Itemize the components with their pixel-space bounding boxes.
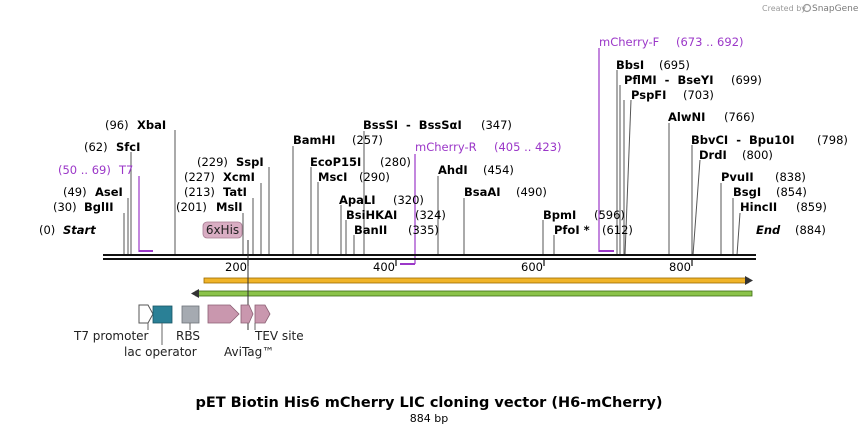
site-bglii-position: (30) — [53, 200, 77, 214]
avitag-label: AviTag™ — [224, 345, 274, 359]
sequence-backbone — [103, 254, 756, 260]
lac-operator-box — [152, 305, 173, 324]
axis-tick-600: 600 — [521, 260, 543, 274]
site-bbsi-position: (695) — [659, 58, 690, 72]
site-bbvci-position: (798) — [817, 133, 848, 147]
site-sfci-position: (62) — [84, 140, 108, 154]
his-tag-box — [202, 221, 243, 239]
site-pspfi-position: (703) — [683, 88, 714, 102]
end-position: (884) — [795, 223, 826, 237]
axis-tick-marks — [247, 259, 693, 266]
site-pflmi-name: PflMI - BseYI — [624, 73, 713, 87]
primer-mcherry-f-name: mCherry-F — [599, 35, 659, 49]
primer-markers — [138, 48, 614, 265]
site-pspfi-name: PspFI — [631, 88, 666, 102]
primer-mcherry-r-position: (405 .. 423) — [494, 140, 562, 154]
site-pfoi-name: PfoI * — [554, 223, 590, 237]
primer-mcherry-r-name: mCherry-R — [415, 140, 477, 154]
site-asei-position: (49) — [63, 185, 87, 199]
site-msci-position: (290) — [359, 170, 390, 184]
avitag-arrow-icon — [207, 304, 240, 324]
site-sspi-name: SspI — [236, 155, 264, 169]
site-xcmi-position: (227) — [184, 170, 215, 184]
site-bsihkai-name: BsiHKAI — [346, 208, 397, 222]
rbs-label: RBS — [176, 329, 200, 343]
tev-site-label: TEV site — [254, 329, 304, 343]
start-label: Start — [63, 223, 96, 237]
map-title: pET Biotin His6 mCherry LIC cloning vect… — [195, 395, 662, 411]
site-msli-position: (201) — [176, 200, 207, 214]
his-tag-label: 6xHis — [206, 223, 239, 237]
site-pvuii-name: PvuII — [721, 170, 754, 184]
end-label: End — [756, 223, 781, 237]
site-bpmi-name: BpmI — [543, 208, 576, 222]
site-msli-name: MslI — [216, 200, 243, 214]
site-bbvci-name: BbvCI - Bpu10I — [691, 133, 794, 147]
site-bbsi-name: BbsI — [616, 58, 644, 72]
site-banii-position: (335) — [408, 223, 439, 237]
site-bsgi-name: BsgI — [733, 185, 761, 199]
snapgene-logo-icon — [802, 3, 812, 13]
site-banii-name: BanII — [354, 223, 387, 237]
site-tati-position: (213) — [184, 185, 215, 199]
snapgene-brand-text: SnapGene — [812, 4, 859, 14]
axis-tick-200: 200 — [225, 260, 247, 274]
site-bamhi-name: BamHI — [293, 133, 335, 147]
site-bsaai-position: (490) — [516, 185, 547, 199]
site-pvuii-position: (838) — [775, 170, 806, 184]
t7-promoter-label: T7 promoter — [73, 329, 149, 343]
site-bsssi-name: BssSI - BssSαI — [363, 118, 462, 132]
rbs-box — [181, 305, 200, 324]
site-ahdi-name: AhdI — [438, 163, 468, 177]
tev-arrow-icon — [240, 304, 254, 324]
created-by-text: Created by — [762, 4, 806, 13]
site-ahdi-position: (454) — [483, 163, 514, 177]
site-alwni-name: AlwNI — [668, 110, 705, 124]
site-apali-position: (320) — [393, 193, 424, 207]
site-leader-lines — [123, 70, 741, 256]
axis-tick-800: 800 — [669, 260, 691, 274]
sequence-length: 884 bp — [410, 412, 448, 425]
site-hincii-name: HincII — [740, 200, 777, 214]
site-sfci-name: SfcI — [116, 140, 140, 154]
orange-feature-arrow — [203, 276, 753, 285]
site-alwni-position: (766) — [724, 110, 755, 124]
site-tati-name: TatI — [223, 185, 247, 199]
site-ecop15i-position: (280) — [380, 155, 411, 169]
site-asei-name: AseI — [95, 185, 123, 199]
site-xbai-name: XbaI — [137, 118, 166, 132]
site-bpmi-position: (596) — [594, 208, 625, 222]
site-drdi-position: (800) — [742, 148, 773, 162]
primer-mcherry-f-position: (673 .. 692) — [676, 35, 744, 49]
site-drdi-name: DrdI — [699, 148, 727, 162]
site-pfoi-position: (612) — [602, 223, 633, 237]
green-feature-arrow — [191, 289, 753, 298]
tev-site-arrow-icon — [254, 304, 271, 324]
site-apali-name: ApaLI — [339, 193, 376, 207]
primer-t7-name: T7 — [118, 163, 133, 177]
site-xcmi-name: XcmI — [223, 170, 255, 184]
feature-label-leaders — [147, 323, 256, 345]
primer-t7-position: (50 .. 69) — [58, 163, 111, 177]
site-xbai-position: (96) — [105, 118, 129, 132]
t7-promoter-arrow-icon — [138, 304, 154, 324]
site-pflmi-position: (699) — [731, 73, 762, 87]
start-position: (0) — [39, 223, 55, 237]
site-bsaai-name: BsaAI — [464, 185, 501, 199]
axis-tick-400: 400 — [373, 260, 395, 274]
lac-operator-label: lac operator — [124, 345, 197, 359]
site-sspi-position: (229) — [197, 155, 228, 169]
site-bsihkai-position: (324) — [415, 208, 446, 222]
site-bamhi-position: (257) — [352, 133, 383, 147]
site-hincii-position: (859) — [796, 200, 827, 214]
site-bglii-name: BglII — [84, 200, 114, 214]
site-msci-name: MscI — [318, 170, 347, 184]
site-bsssi-position: (347) — [481, 118, 512, 132]
site-bsgi-position: (854) — [776, 185, 807, 199]
site-ecop15i-name: EcoP15I — [310, 155, 361, 169]
